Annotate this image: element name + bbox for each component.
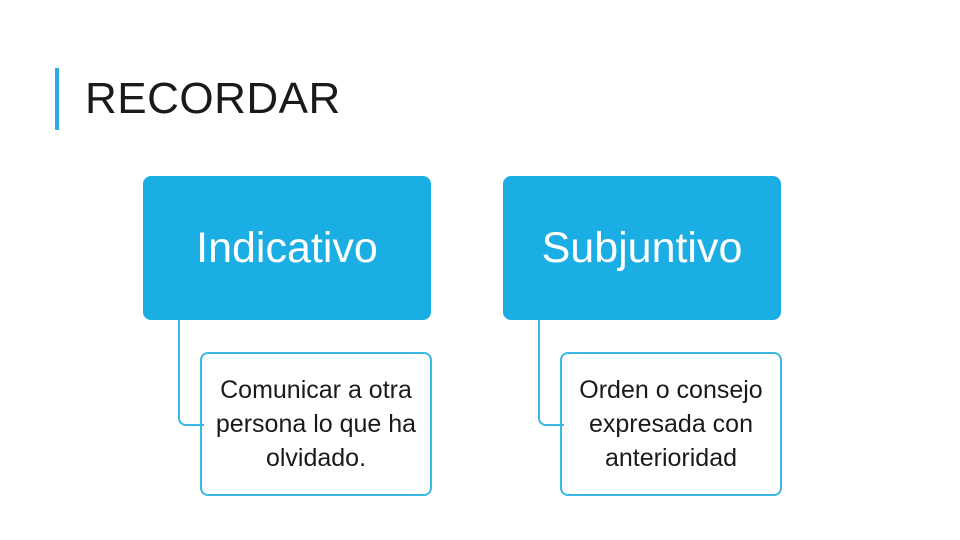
connector-subjuntivo [538,320,564,426]
connector-indicativo [178,320,204,426]
page-title: RECORDAR [55,68,341,130]
node-indicativo-detail-label: Comunicar a otra persona lo que ha olvid… [215,376,417,472]
title-accent-bar [55,68,59,130]
node-subjuntivo-header[interactable]: Subjuntivo [503,176,781,320]
node-subjuntivo-header-label: Subjuntivo [541,224,743,272]
title-text: RECORDAR [85,74,341,123]
node-subjuntivo-detail[interactable]: Orden o consejo expresada con anteriorid… [560,352,782,496]
node-indicativo-detail[interactable]: Comunicar a otra persona lo que ha olvid… [200,352,432,496]
node-indicativo-header[interactable]: Indicativo [143,176,431,320]
node-subjuntivo-detail-label: Orden o consejo expresada con anteriorid… [579,376,763,472]
node-indicativo-header-label: Indicativo [196,224,378,272]
